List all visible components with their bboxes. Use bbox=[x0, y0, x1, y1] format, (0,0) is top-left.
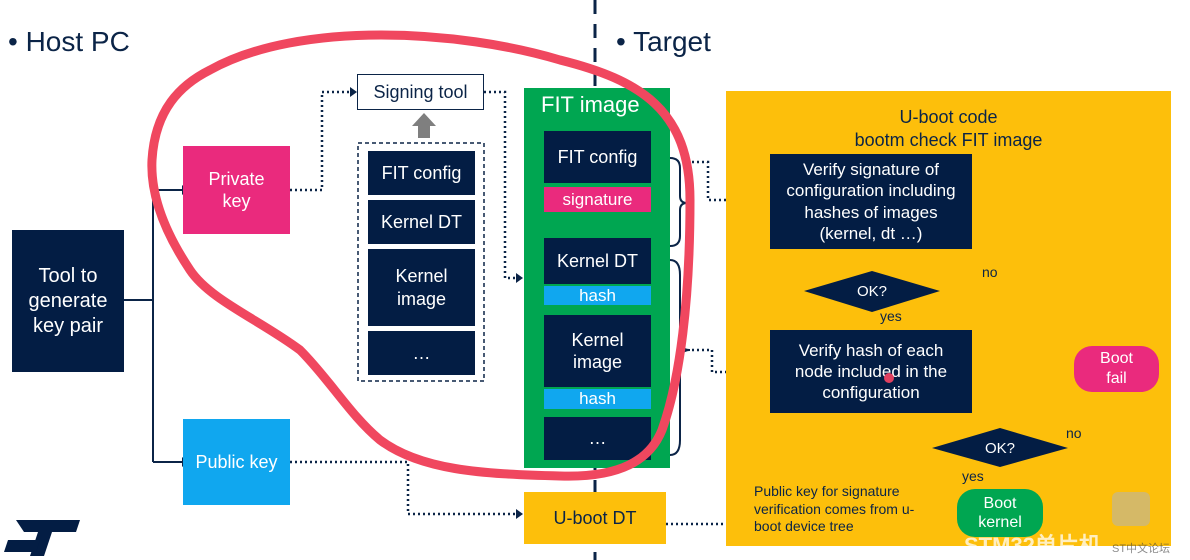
public-key-box: Public key bbox=[183, 419, 290, 505]
yes-label-1: yes bbox=[880, 308, 902, 324]
public-key-note: Public key for signature verification co… bbox=[754, 483, 915, 534]
verify-signature-box: Verify signature of configuration includ… bbox=[770, 154, 972, 249]
fit-kernel-image-box: Kernel image bbox=[544, 315, 651, 387]
ok-diamond-2 bbox=[932, 428, 1068, 467]
key-pair-tool: Tool to generate key pair bbox=[12, 230, 124, 372]
yes-label-2: yes bbox=[962, 468, 984, 484]
host-pc-heading: • Host PC bbox=[8, 26, 130, 57]
ok-label-2: OK? bbox=[984, 439, 1015, 457]
dt-to-verify-line bbox=[666, 213, 762, 526]
uboot-dt-box: U-boot DT bbox=[524, 492, 666, 544]
private-to-signing-line bbox=[290, 90, 350, 192]
private-key-box: Private key bbox=[183, 146, 290, 234]
ok-diamond-1 bbox=[804, 271, 940, 312]
uboot-code-title: U-boot code bootm check FIT image bbox=[726, 106, 1171, 151]
input-kernel-dt: Kernel DT bbox=[368, 200, 475, 244]
target-heading: • Target bbox=[616, 26, 711, 57]
fit-kernel-dt-box: Kernel DT bbox=[544, 238, 651, 284]
boot-fail-box: Boot fail bbox=[1074, 346, 1159, 392]
signing-to-fit-line bbox=[484, 90, 516, 280]
inputs-dashed-box bbox=[357, 142, 485, 382]
kernel-image-hash: hash bbox=[544, 389, 651, 409]
signature-box: signature bbox=[544, 187, 651, 212]
watermark-text: STM32单片机 bbox=[964, 533, 1101, 558]
fit-more-box: … bbox=[544, 417, 651, 460]
red-annotation-loop bbox=[147, 30, 695, 481]
images-brace bbox=[669, 259, 691, 456]
ok-label-1: OK? bbox=[856, 282, 887, 300]
no-label-1: no bbox=[982, 264, 998, 280]
uboot-title-line1: U-boot code bbox=[899, 107, 998, 127]
fit-config-box: FIT config bbox=[544, 131, 651, 183]
input-fit-config: FIT config bbox=[368, 151, 475, 195]
up-arrow-icon bbox=[412, 113, 436, 138]
signing-tool-box: Signing tool bbox=[357, 74, 484, 110]
cursor-dot bbox=[884, 373, 894, 383]
kernel-dt-hash: hash bbox=[544, 286, 651, 305]
chat-bubble-icon bbox=[1112, 492, 1150, 526]
boot-kernel-box: Boot kernel bbox=[957, 489, 1043, 537]
st-logo-icon bbox=[4, 520, 80, 556]
no-label-2: no bbox=[1066, 425, 1082, 441]
fit-image-title: FIT image bbox=[541, 92, 640, 117]
st-logo: ST bbox=[18, 518, 19, 519]
verify-hash-box: Verify hash of each node included in the… bbox=[770, 330, 972, 413]
input-kernel-image: Kernel image bbox=[368, 249, 475, 326]
uboot-title-line2: bootm check FIT image bbox=[854, 129, 1043, 150]
input-more: … bbox=[368, 331, 475, 375]
watermark-small-text: ST中文论坛 bbox=[1112, 543, 1171, 555]
